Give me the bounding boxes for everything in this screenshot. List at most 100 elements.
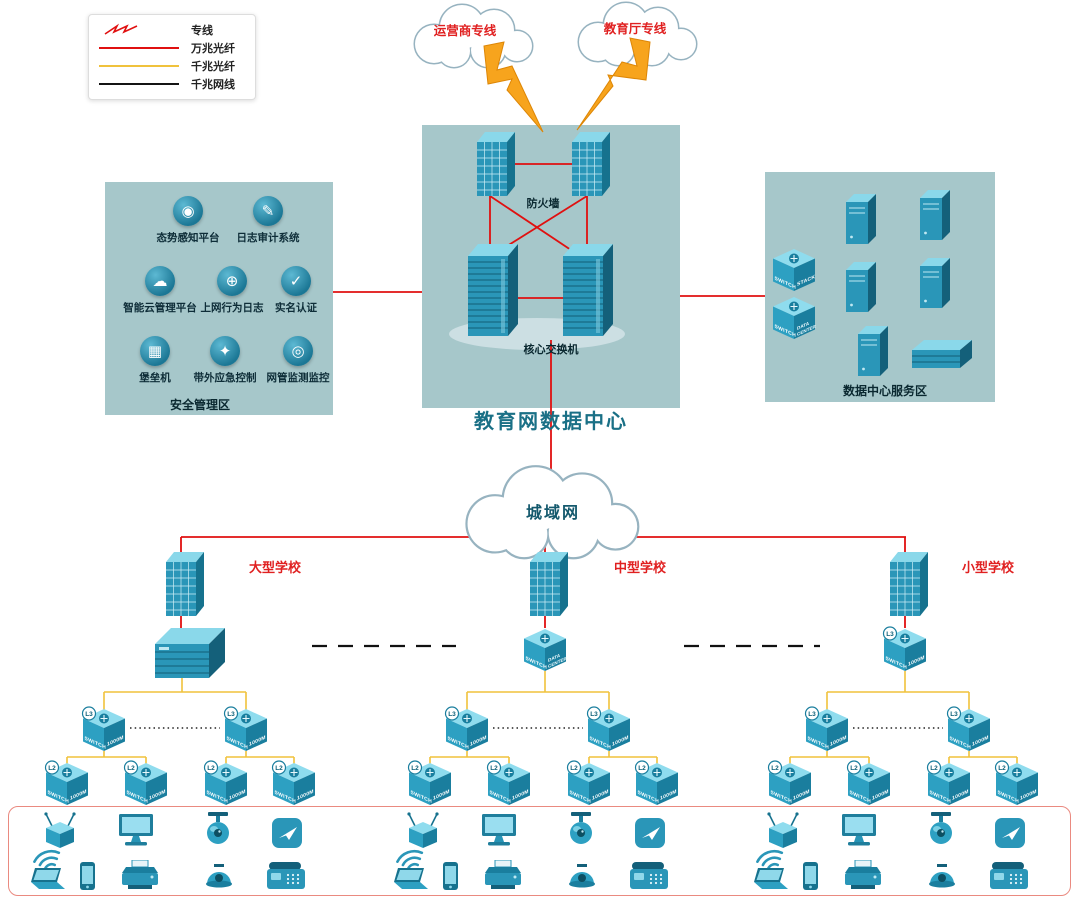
security-item-situation-awareness: ◉ 态势感知平台 <box>145 196 231 245</box>
server-tower <box>846 262 877 313</box>
school-firewall <box>530 552 569 617</box>
svg-text:L3: L3 <box>448 711 456 718</box>
smartphone-icon <box>80 862 95 890</box>
bastion-host-icon: ▦ <box>140 336 170 366</box>
school-label-medium: 中型学校 <box>613 560 666 575</box>
svg-text:L2: L2 <box>570 765 578 772</box>
legend-row-1g-fiber: 千兆光纤 <box>99 58 245 75</box>
svg-text:L3: L3 <box>227 711 235 718</box>
server-tower <box>858 326 889 377</box>
oob-emergency-icon: ✦ <box>210 336 240 366</box>
l2-switch: L2 SWITCH 1000M <box>634 760 679 806</box>
l2-switch: L2 SWITCH 1000M <box>271 760 316 806</box>
school-firewall <box>890 552 929 617</box>
l3-switch: L3 SWITCH 1000M <box>223 706 268 752</box>
datacenter-title: 教育网数据中心 <box>474 411 628 433</box>
service-zone-label: 数据中心服务区 <box>842 384 927 398</box>
legend-row-10g: 万兆光纤 <box>99 39 245 56</box>
desk-phone-icon <box>990 862 1028 889</box>
svg-text:L2: L2 <box>850 765 858 772</box>
legend: 专线 万兆光纤 千兆光纤 千兆网线 <box>88 14 256 100</box>
behavior-log-icon: ⊕ <box>217 266 247 296</box>
school-core-switch-cube: SWITCH DATA CENTER <box>523 628 567 672</box>
legend-row-1g-cable: 千兆网线 <box>99 76 245 93</box>
situation-awareness-icon: ◉ <box>173 196 203 226</box>
red-10g-links <box>180 163 906 630</box>
svg-text:L2: L2 <box>127 765 135 772</box>
dome-camera-icon <box>206 864 232 888</box>
security-zone <box>105 182 333 415</box>
message-device-icon <box>272 818 302 848</box>
svg-text:L3: L3 <box>886 631 894 638</box>
rack-server <box>912 340 973 369</box>
server-tower <box>846 194 877 245</box>
security-item-oob-control: ✦ 带外应急控制 <box>182 336 268 385</box>
svg-text:L2: L2 <box>998 765 1006 772</box>
l3-switch: L3 SWITCH 1000M <box>946 706 991 752</box>
svg-text:DATA: DATA <box>548 653 561 664</box>
school-label-large: 大型学校 <box>248 560 301 575</box>
cloud-management-icon: ☁ <box>145 266 175 296</box>
dome-camera-icon <box>569 864 595 888</box>
svg-text:L2: L2 <box>48 765 56 772</box>
terminal-devices-box <box>8 806 1071 896</box>
isp-cloud-label: 运营商专线 <box>433 24 497 38</box>
desk-phone-icon <box>630 862 668 889</box>
l3-switch: L3 SWITCH 1000M <box>444 706 489 752</box>
svg-text:L3: L3 <box>590 711 598 718</box>
lightning-bolt-isp <box>483 41 544 133</box>
l2-switch: L2 SWITCH 1000M <box>486 760 531 806</box>
l2-switch: L2 SWITCH 1000M <box>994 760 1039 806</box>
svg-text:L3: L3 <box>950 711 958 718</box>
legend-row-dedicated: 专线 <box>99 21 245 38</box>
printer-icon <box>485 860 522 890</box>
school-label-small: 小型学校 <box>961 560 1014 575</box>
lightning-bolt-edu <box>576 37 651 131</box>
core-switch-label: 核心交换机 <box>523 344 579 356</box>
message-device-icon <box>635 818 665 848</box>
smartphone-icon <box>803 862 818 890</box>
server-tower <box>920 190 951 241</box>
firewall-label: 防火墙 <box>526 198 560 210</box>
printer-icon <box>122 860 159 890</box>
svg-text:L2: L2 <box>930 765 938 772</box>
laptop-icon <box>394 868 428 889</box>
desktop-monitor-icon <box>842 814 876 846</box>
school-core-chassis <box>155 628 226 679</box>
security-item-bastion: ▦ 堡垒机 <box>112 336 198 385</box>
desktop-monitor-icon <box>482 814 516 846</box>
l3-switch: L3 SWITCH 1000M <box>586 706 631 752</box>
legend-label: 万兆光纤 <box>191 42 235 55</box>
desktop-monitor-icon <box>119 814 153 846</box>
firewall-device <box>477 132 516 197</box>
dome-camera-icon <box>929 864 955 888</box>
message-device-icon <box>995 818 1025 848</box>
stack-switch-cube: SWITCH STACK <box>772 248 816 292</box>
ptz-camera-icon <box>570 812 592 844</box>
security-item-monitoring: ◎ 网管监测监控 <box>255 336 341 385</box>
school-core-switch-cube: L3 SWITCH 1000M <box>882 626 927 672</box>
ptz-camera-icon <box>930 812 952 844</box>
school-firewall <box>166 552 205 617</box>
security-item-log-audit: ✎ 日志审计系统 <box>225 196 311 245</box>
svg-text:L2: L2 <box>207 765 215 772</box>
edu-cloud-label: 教育厅专线 <box>603 22 667 36</box>
l2-switch: L2 SWITCH 1000M <box>767 760 812 806</box>
core-switch-device <box>563 244 614 337</box>
datacenter-switch-cube: SWITCH DATA CENTER <box>772 296 816 340</box>
l2-switch: L2 SWITCH 1000M <box>926 760 971 806</box>
firewall-device <box>572 132 611 197</box>
svg-text:L2: L2 <box>275 765 283 772</box>
security-item-real-name: ✓ 实名认证 <box>253 266 339 315</box>
security-item-behavior-log: ⊕ 上网行为日志 <box>189 266 275 315</box>
ptz-camera-icon <box>207 812 229 844</box>
real-name-auth-icon: ✓ <box>281 266 311 296</box>
smartphone-icon <box>443 862 458 890</box>
svg-text:L2: L2 <box>411 765 419 772</box>
legend-label: 专线 <box>191 24 213 37</box>
log-audit-icon: ✎ <box>253 196 283 226</box>
l2-switch: L2 SWITCH 1000M <box>44 760 89 806</box>
svg-text:L2: L2 <box>490 765 498 772</box>
svg-text:L2: L2 <box>771 765 779 772</box>
